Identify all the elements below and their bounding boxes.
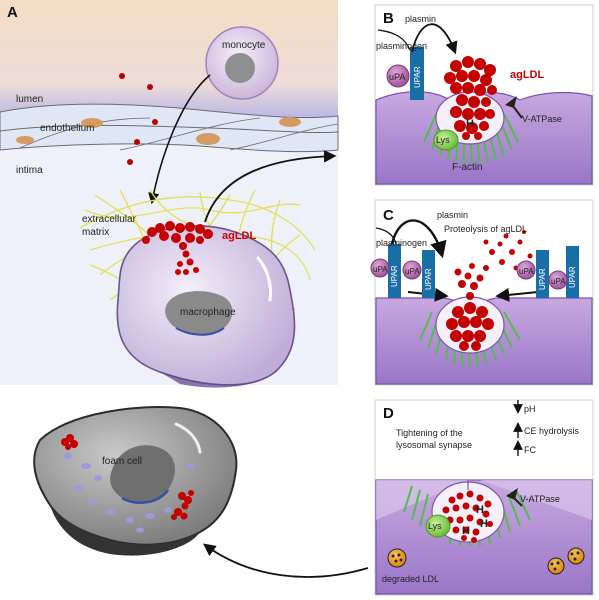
h-label-d-1: H [476,504,484,516]
panel-b-letter: B [383,10,394,27]
plasmin-label-c: plasmin [437,210,468,220]
ldl-particle [134,139,140,145]
plasminogen-label-b: plasminogen [376,41,427,51]
vatpase-label-d: V-ATPase [520,494,560,504]
upar-receptor-b [410,47,424,100]
h-label-b: H [466,118,474,130]
lumen-label: lumen [16,94,43,105]
upar-label-c-right-1: UPAR [538,268,547,290]
monocyte-nucleus [225,53,255,83]
upar-receptor-c-left-1 [388,244,401,298]
ldl-particle [152,119,158,125]
lumen-background [0,0,338,120]
degraded-ldl-label: degraded LDL [382,574,439,584]
foam-agldl [61,434,194,520]
agldl-aggregate-d [442,490,493,543]
macrophage-label: macrophage [180,307,236,318]
panel-c-letter: C [383,207,394,224]
upar-receptor-c-right-1 [536,250,549,298]
upa-label-c-left-2: uPA [405,267,420,276]
upar-receptor-c-right-2 [566,246,579,298]
upa-c-right-1 [516,260,536,280]
extracellular-matrix-label-2: matrix [82,227,109,238]
proteolysis-label-c: Proteolysis of agLDL [444,224,527,234]
lys-label-d: Lys [428,521,442,531]
plasminogen-label-c: plasminogen [376,238,427,248]
ph-label: pH [524,404,536,414]
endothelial-nucleus [196,133,220,145]
lys-label-b: Lys [436,135,450,145]
lysosome-d [425,514,451,538]
arrow-plasmin-c [390,219,447,259]
arrow-to-foam-cell [202,543,369,578]
arrow-inward-right-c [495,287,539,302]
extracellular-matrix-label-1: extracellular [82,214,137,225]
endothelium-layer [0,103,339,153]
agldl-aggregate-b [444,56,497,140]
h-label-d-2: H [480,518,488,530]
arrow-plasminogen-b [377,29,411,51]
panel-a: monocyte macrophage [0,0,339,388]
panel-b: H V-ATPase Lys F-actin UPAR uPA plasmin … [374,4,594,186]
foam-cell-panel: foam cell [33,406,369,578]
upa-label-c-right-2: uPA [551,277,566,286]
monocyte-label: monocyte [222,40,266,51]
factin-label-b: F-actin [452,162,483,173]
arrow-to-panel-b [204,150,337,223]
upa-label-c-left-1: uPA [373,265,388,274]
panel-c: UPAR UPAR uPA uPA UPAR UPAR uPA uPA plas… [370,199,594,386]
agldl-aggregate-a [142,221,213,275]
intima-label: intima [16,165,43,176]
arrow-monocyte-to-macrophage [148,74,211,205]
agldl-label-b: agLDL [510,69,545,81]
upa-c-right-2 [548,270,568,290]
foam-cell-label: foam cell [102,456,142,467]
arrow-plasminogen-c [375,227,397,245]
endothelial-nucleus [81,118,103,128]
v-atpase-b [505,96,523,119]
ce-hydrolysis-label: CE hydrolysis [524,426,580,436]
upa-label-b: uPA [389,72,405,82]
tightening-label-2: lysosomal synapse [396,440,472,450]
agldl-label-a: agLDL [222,230,257,242]
upar-label-c-left-1: UPAR [390,265,399,287]
foam-cell-nucleus [110,445,175,503]
upar-receptor-c-left-2 [422,250,435,298]
upa-b [386,64,410,88]
v-atpase-d [506,488,523,507]
vatpase-label-b: V-ATPase [522,114,562,124]
arrow-plasmin-b [411,23,458,55]
upar-label-c-left-2: UPAR [424,268,433,290]
panel-a-letter: A [7,4,18,21]
endothelial-nucleus [279,117,301,127]
degraded-ldl-particle [547,557,565,575]
h-label-d-3: H [462,525,470,537]
upar-label-c-right-2: UPAR [568,266,577,288]
lysosome-b [433,129,459,151]
fc-label: FC [524,445,536,455]
ldl-particle [119,73,125,79]
upa-c-left-1 [370,258,390,278]
plasmin-label-b: plasmin [405,14,436,24]
ldl-particle [147,84,153,90]
panel-d-letter: D [383,405,394,422]
upar-label-b: UPAR [413,66,422,88]
endothelial-nucleus [16,136,34,144]
upa-label-c-right-1: uPA [519,267,534,276]
macrophage-nucleus [165,291,233,335]
agldl-aggregate-c [446,230,533,351]
endothelium-label: endothelium [40,123,94,134]
degraded-ldl-particle [567,547,585,565]
tightening-label-1: Tightening of the [396,428,463,438]
ldl-particle [127,159,133,165]
degraded-ldl-particle [387,548,407,568]
upa-c-left-2 [402,260,422,280]
panel-d: H H H V-ATPase Lys degraded LDL pH CE hy… [374,399,594,596]
